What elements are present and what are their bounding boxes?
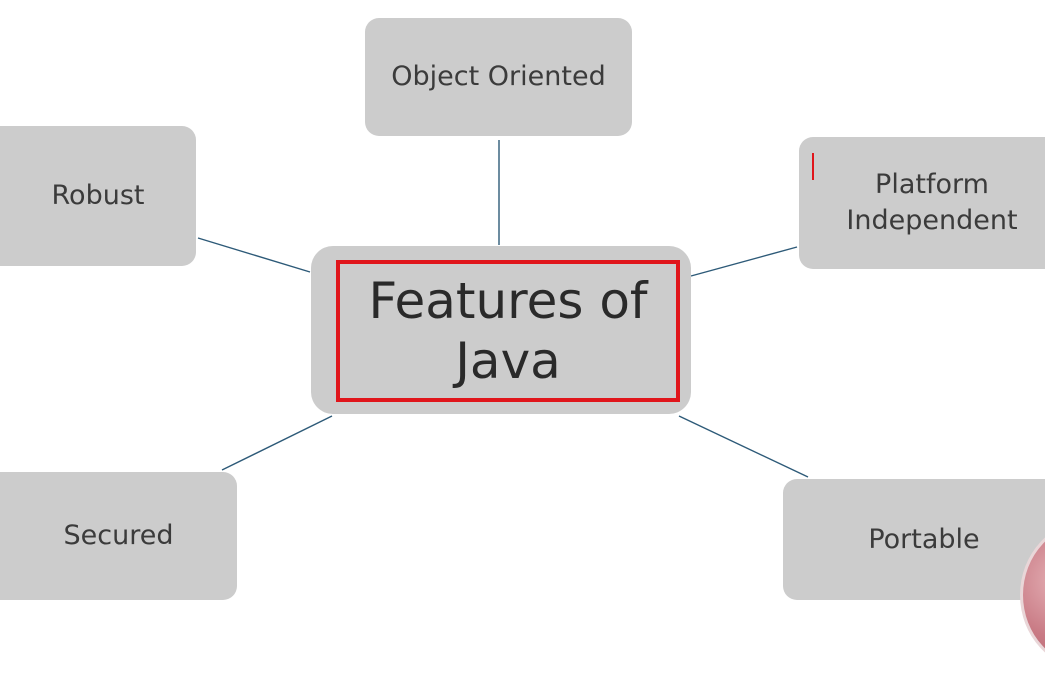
- node-object-oriented-label: Object Oriented: [391, 61, 606, 93]
- node-platform-independent: Platform Independent: [799, 137, 1045, 269]
- node-secured-label: Secured: [63, 520, 174, 552]
- node-robust-label: Robust: [51, 180, 145, 212]
- node-platform-label-line2: Independent: [846, 205, 1018, 236]
- node-portable-label: Portable: [868, 523, 980, 555]
- connector-robust: [197, 237, 311, 273]
- center-title-line1: Features of: [368, 272, 648, 330]
- text-cursor-marker: [812, 153, 814, 180]
- center-node: [311, 246, 691, 414]
- node-secured: Secured: [0, 472, 237, 600]
- node-object-oriented: Object Oriented: [365, 18, 632, 136]
- connector-secured: [221, 415, 333, 471]
- center-title-line2: Java: [455, 332, 561, 390]
- node-robust: Robust: [0, 126, 196, 266]
- node-portable: Portable: [783, 479, 1045, 600]
- connector-portable: [678, 415, 809, 478]
- node-platform-label-line1: Platform: [875, 169, 989, 201]
- connector-platform-independent: [690, 246, 798, 277]
- center-title-highlight[interactable]: Features of Java: [336, 260, 680, 402]
